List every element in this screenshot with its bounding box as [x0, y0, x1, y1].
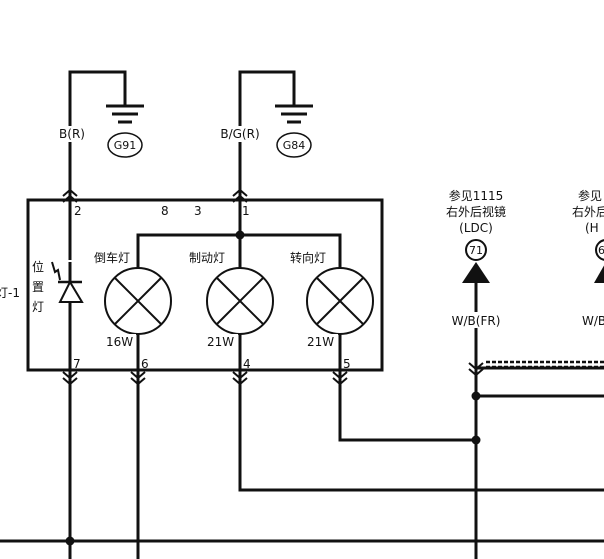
connector-chevron: [232, 188, 248, 203]
pin-8: 8: [161, 204, 169, 218]
connector-chevron: [332, 371, 348, 386]
junction-dot: [471, 435, 481, 445]
connector-chevron: [62, 188, 78, 203]
pin-2: 2: [74, 204, 82, 218]
ref2-code: (H: [585, 221, 599, 235]
ground-g91-badge: [107, 132, 143, 158]
lamp-turn-watt: 21W: [307, 335, 334, 349]
lamp-brake-name: 制动灯: [189, 251, 225, 265]
lamp-reverse-watt: 16W: [106, 335, 133, 349]
ref2-arrow-icon: [594, 265, 604, 283]
wire-pin4: [238, 368, 604, 492]
pin-7: 7: [73, 357, 81, 371]
wire-label-b-g-r: B/G(R): [220, 127, 259, 141]
pin-1: 1: [242, 204, 250, 218]
ref1-line1: 参见1115: [449, 188, 504, 203]
harness-dashed: [486, 360, 604, 369]
lamp-unit-housing: [26, 198, 384, 372]
pin-3: 3: [194, 204, 202, 218]
ground-g84-id: G84: [283, 139, 306, 152]
led-arrow-icon: [51, 261, 61, 281]
ref2-wire: W/B: [582, 314, 604, 328]
connector-chevron: [232, 371, 248, 386]
wire-label-b-r: B(R): [59, 127, 85, 141]
ref2-line1: 参见: [578, 188, 602, 203]
ground-symbol: [106, 104, 144, 124]
connector-chevron: [468, 362, 484, 377]
connector-chevron: [130, 371, 146, 386]
position-lamp-outside-label: 灯-1: [0, 286, 20, 300]
ref1-code: (LDC): [459, 221, 493, 235]
ref1-wire: W/B(FR): [452, 314, 501, 328]
junction-dot: [235, 230, 245, 240]
ground-symbol: [275, 104, 313, 124]
ref1-line2: 右外后视镜: [446, 204, 506, 219]
lamp-turn-name: 转向灯: [290, 250, 326, 265]
ref2-pin-badge: [595, 239, 604, 261]
pin-6: 6: [141, 357, 149, 371]
pin-4: 4: [243, 357, 251, 371]
ground-g84-badge: [276, 132, 312, 158]
lamp-brake-watt: 21W: [207, 335, 234, 349]
position-lamp-char-1: 位: [32, 259, 44, 274]
ref1-arrow-icon: [462, 262, 490, 283]
ground-g91-id: G91: [114, 139, 137, 152]
junction-dot: [471, 391, 481, 401]
ref1-pin-badge: [465, 239, 487, 261]
lamp-reverse-name: 倒车灯: [94, 250, 130, 265]
junction-dot: [65, 536, 75, 546]
position-lamp-char-2: 置: [32, 280, 44, 294]
ref2-pin: 6: [598, 244, 604, 257]
wire-pin5: [338, 368, 478, 442]
position-lamp-char-3: 灯: [32, 300, 44, 314]
pin-5: 5: [343, 357, 351, 371]
ref2-line2: 右外后: [572, 204, 604, 219]
connector-chevron: [62, 371, 78, 386]
ref1-pin: 71: [469, 244, 483, 257]
